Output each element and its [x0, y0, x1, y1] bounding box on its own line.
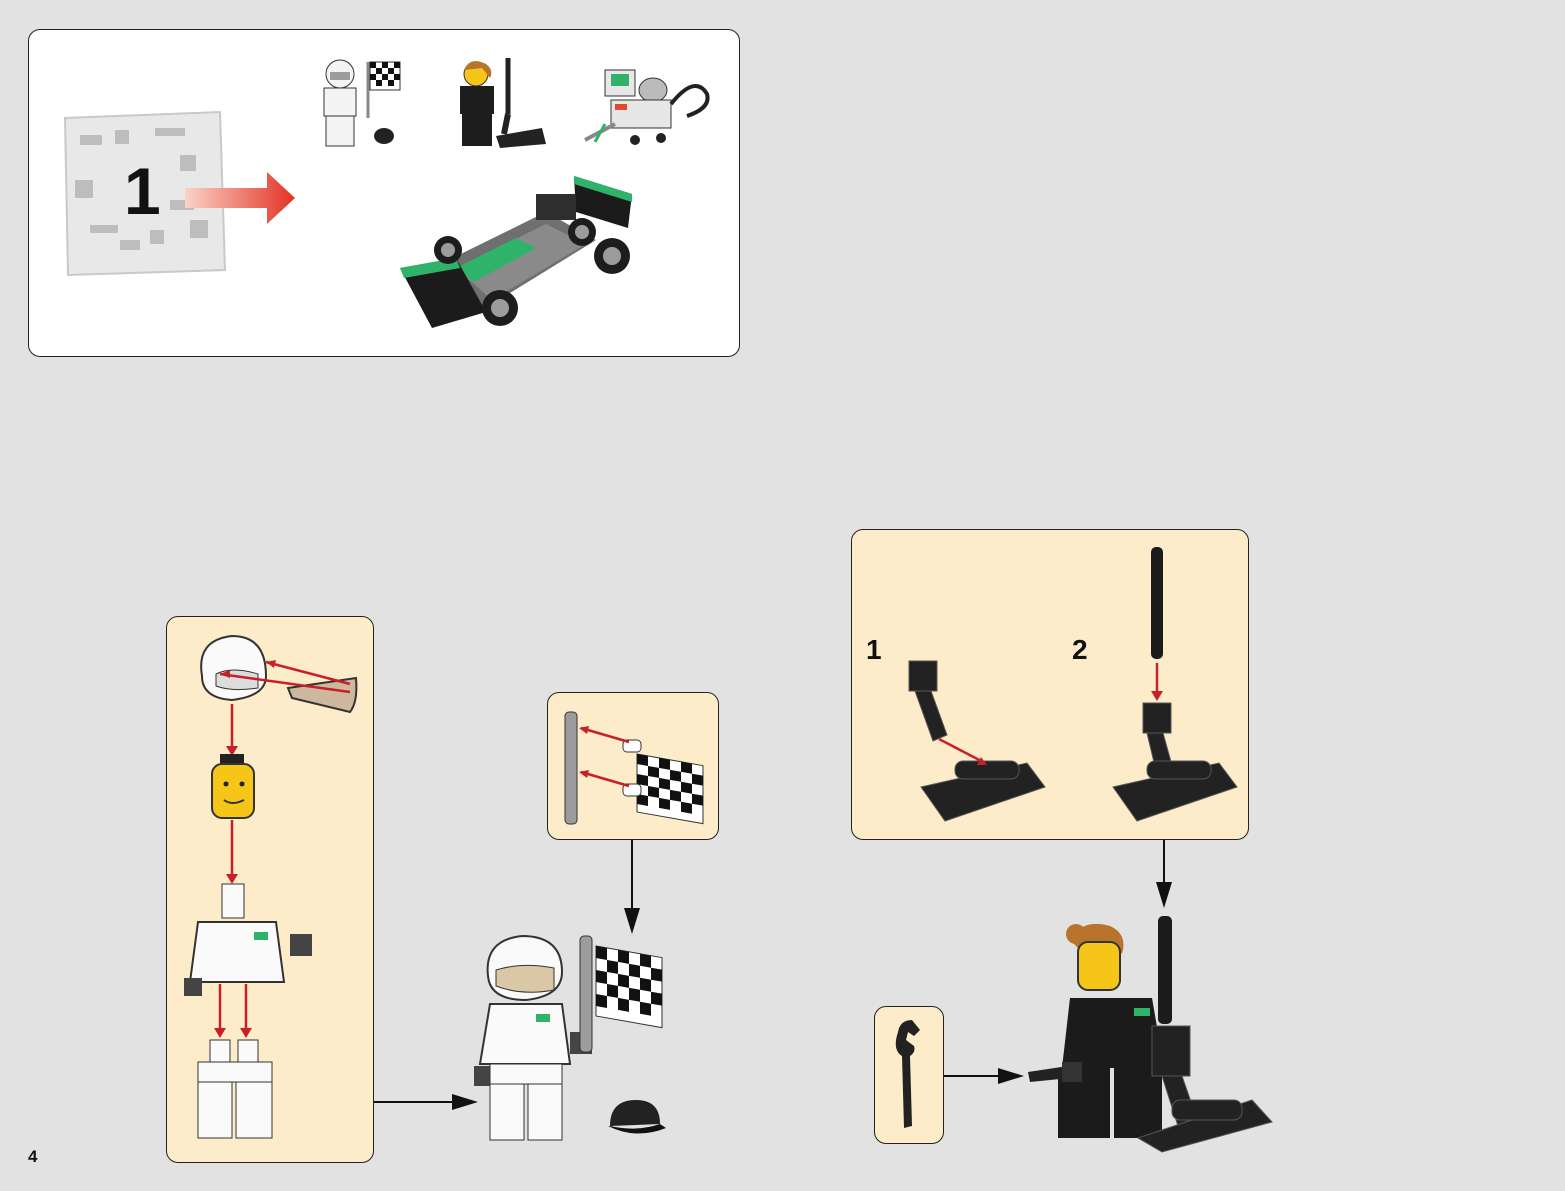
- bag-number: 1: [124, 158, 161, 224]
- stand-build-steps: [851, 529, 1249, 840]
- arrow-right-icon: [185, 170, 297, 226]
- flag-build-steps: [547, 692, 719, 840]
- helmet-part: [201, 636, 266, 700]
- black-cap-part: [604, 1096, 668, 1144]
- stand-base-part: [921, 761, 1045, 821]
- yellow-head-part: [212, 754, 254, 818]
- pit-cart-thumb: [575, 64, 715, 154]
- white-legs-part: [198, 1040, 272, 1138]
- driver-build-steps: [166, 616, 374, 1163]
- stand-arm-part: [909, 661, 947, 741]
- black-pole-part: [1151, 547, 1163, 659]
- checkered-flag-part: [637, 754, 703, 824]
- mechanic-minifigure-thumb: [446, 56, 546, 152]
- grey-pole-part: [565, 712, 577, 824]
- page-number: 4: [28, 1148, 37, 1165]
- arrow-down-icon: [1154, 840, 1174, 912]
- arrow-right-icon: [944, 1066, 1028, 1086]
- driver-minifigure-thumb: [318, 58, 408, 150]
- wrench-icon: [874, 1006, 944, 1144]
- race-car-model: [396, 172, 636, 332]
- assembled-mechanic-figure: [1022, 912, 1278, 1156]
- white-torso-part: [184, 884, 312, 996]
